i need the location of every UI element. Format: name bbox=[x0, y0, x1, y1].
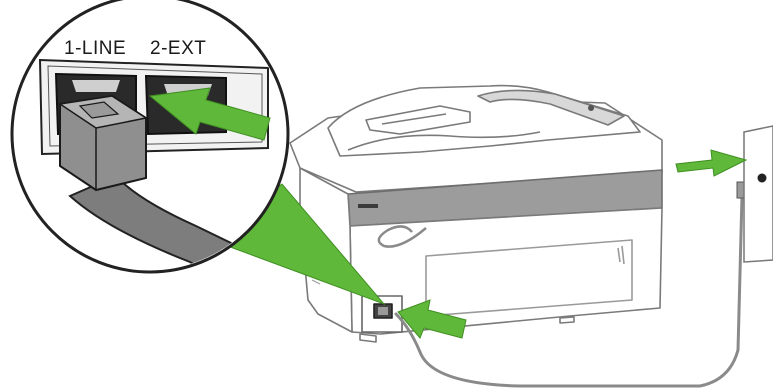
wall-jack-plate bbox=[743, 125, 773, 263]
device-foot-left bbox=[359, 333, 377, 343]
rear-port-socket-inner bbox=[378, 307, 388, 315]
wall-jack-arrow bbox=[675, 149, 748, 177]
port-block-inner-edge bbox=[47, 65, 263, 147]
input-tray bbox=[365, 105, 471, 135]
fax-printer-device bbox=[289, 84, 663, 343]
feeder-top-flap bbox=[477, 89, 625, 126]
wall-phone-jack bbox=[743, 125, 773, 263]
phone-line-cable bbox=[394, 194, 744, 388]
device-side-cable bbox=[377, 225, 427, 248]
door-handle bbox=[617, 245, 625, 265]
input-tray-slot bbox=[381, 113, 447, 125]
rj11-plug-clip bbox=[78, 101, 120, 119]
control-panel-logo bbox=[358, 204, 378, 208]
device-foot-right bbox=[559, 316, 575, 324]
port-label-line: 1-LINE bbox=[64, 38, 126, 59]
device-port-arrow bbox=[397, 299, 467, 339]
green-arrow-icon bbox=[148, 87, 271, 141]
line-port-socket-pins bbox=[72, 80, 120, 92]
port-callout-magnifier: 1-LINE 2-EXT bbox=[10, 0, 290, 274]
phone-jack-icon bbox=[757, 173, 767, 183]
paper-tray-door bbox=[425, 239, 633, 317]
feeder-dot bbox=[588, 105, 595, 111]
port-label-ext: 2-EXT bbox=[150, 38, 206, 59]
feeder-output-curve bbox=[347, 131, 541, 151]
